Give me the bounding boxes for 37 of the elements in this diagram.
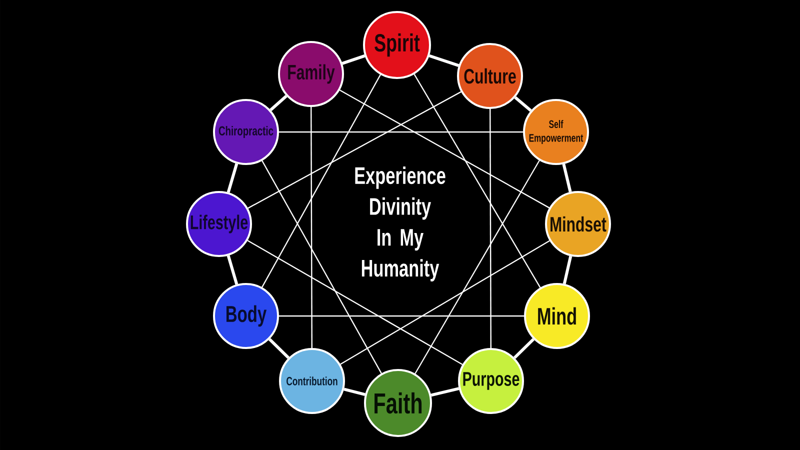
chord-line (310, 107, 312, 348)
chord-line (279, 131, 523, 133)
circle-node: Spirit (363, 11, 431, 79)
chord-line (279, 315, 524, 317)
chord-line (247, 240, 463, 366)
ring-line (342, 54, 366, 65)
chord-line (248, 91, 462, 209)
circle-node: Chiropractic (213, 99, 279, 165)
ring-line (430, 387, 460, 397)
circle-node: Faith (364, 369, 432, 437)
chord-line (262, 160, 382, 374)
circle-node: Body (213, 283, 279, 349)
chord-line (414, 160, 540, 374)
ring-line (513, 338, 535, 359)
circle-node: Mindset (545, 191, 611, 257)
circle-node: Purpose (458, 348, 524, 414)
ring-line (268, 338, 290, 359)
ring-line (514, 96, 532, 112)
chord-line (414, 74, 541, 288)
ring-line (428, 54, 460, 67)
chord-line (340, 240, 550, 365)
ring-line (562, 256, 572, 284)
ring-line (344, 388, 366, 396)
circle-node: Culture (457, 43, 523, 109)
circle-node: Mind (524, 283, 590, 349)
circle-node: Contribution (279, 348, 345, 414)
chord-line (262, 74, 381, 288)
chord-line (339, 90, 550, 208)
center-heading: Experience Divinity In My Humanity (355, 166, 446, 282)
ring-line (226, 255, 238, 285)
chord-line (490, 109, 492, 348)
circle-node: Lifestyle (186, 191, 252, 257)
ring-line (270, 94, 288, 112)
ring-line (226, 163, 238, 193)
ring-line (562, 164, 572, 192)
circle-node: Family (278, 41, 344, 107)
circle-node: Self Empowerment (523, 99, 589, 165)
